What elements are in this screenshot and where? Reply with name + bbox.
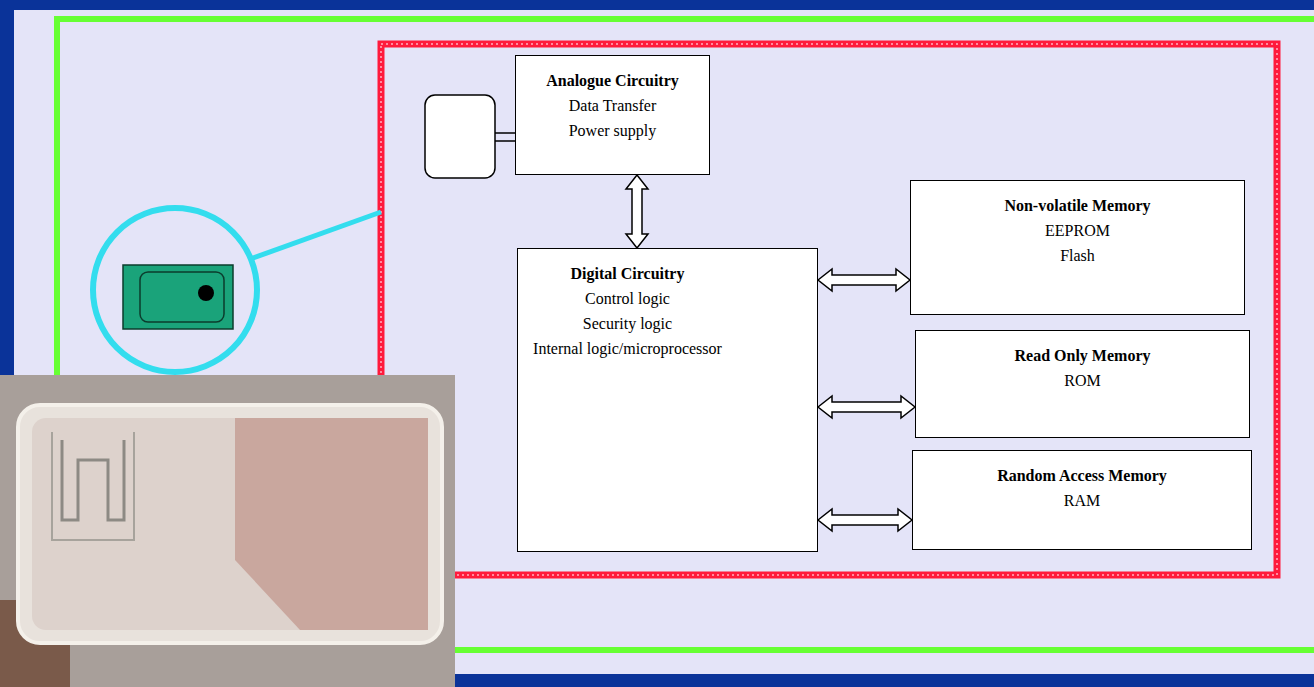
box-heading: Digital Circuitry bbox=[528, 261, 727, 286]
hollow-arrow bbox=[818, 396, 915, 418]
chip-boundary bbox=[381, 44, 1277, 575]
antenna-contact bbox=[425, 95, 495, 178]
digital-box: Digital CircuitryControl logicSecurity l… bbox=[517, 248, 818, 552]
memory-box: Random Access MemoryRAM bbox=[912, 450, 1252, 550]
chip-dot bbox=[198, 285, 214, 301]
card-icon-outline bbox=[140, 272, 224, 322]
green-rule-bottom bbox=[455, 647, 1314, 653]
photo-antenna bbox=[52, 432, 134, 540]
lavender-panel bbox=[14, 10, 1314, 674]
box-item: Data Transfer bbox=[526, 93, 699, 118]
zoom-line bbox=[253, 212, 381, 258]
green-rule-left bbox=[54, 16, 60, 378]
box-heading: Random Access Memory bbox=[923, 463, 1241, 488]
photo-card bbox=[18, 405, 442, 643]
box-item: Control logic bbox=[528, 286, 727, 311]
photo-card-chip bbox=[235, 418, 428, 630]
box-item: Internal logic/microprocessor bbox=[528, 336, 727, 361]
hollow-arrow bbox=[626, 175, 648, 248]
box-item: Power supply bbox=[526, 118, 699, 143]
contact-wire bbox=[495, 140, 515, 142]
box-item: ROM bbox=[926, 368, 1239, 393]
card-photo bbox=[0, 375, 455, 687]
analogue-box: Analogue CircuitryData TransferPower sup… bbox=[515, 55, 710, 175]
box-item: Flash bbox=[921, 243, 1234, 268]
chip-boundary-dots bbox=[381, 44, 1277, 575]
photo-antenna bbox=[62, 440, 124, 520]
box-item: EEPROM bbox=[921, 218, 1234, 243]
memory-box: Non-volatile MemoryEEPROMFlash bbox=[910, 180, 1245, 315]
box-heading: Non-volatile Memory bbox=[921, 193, 1234, 218]
card-icon bbox=[123, 265, 233, 329]
green-rule-top bbox=[54, 16, 1314, 22]
memory-box: Read Only MemoryROM bbox=[915, 330, 1250, 438]
zoom-circle bbox=[93, 208, 257, 372]
contact-wire bbox=[495, 132, 515, 134]
box-heading: Analogue Circuitry bbox=[526, 68, 699, 93]
box-heading: Read Only Memory bbox=[926, 343, 1239, 368]
hollow-arrow bbox=[818, 269, 910, 291]
photo-ground bbox=[0, 375, 455, 687]
box-item: Security logic bbox=[528, 311, 727, 336]
hollow-arrow bbox=[818, 509, 912, 531]
photo-card-inlay bbox=[32, 418, 428, 630]
box-item: RAM bbox=[923, 488, 1241, 513]
